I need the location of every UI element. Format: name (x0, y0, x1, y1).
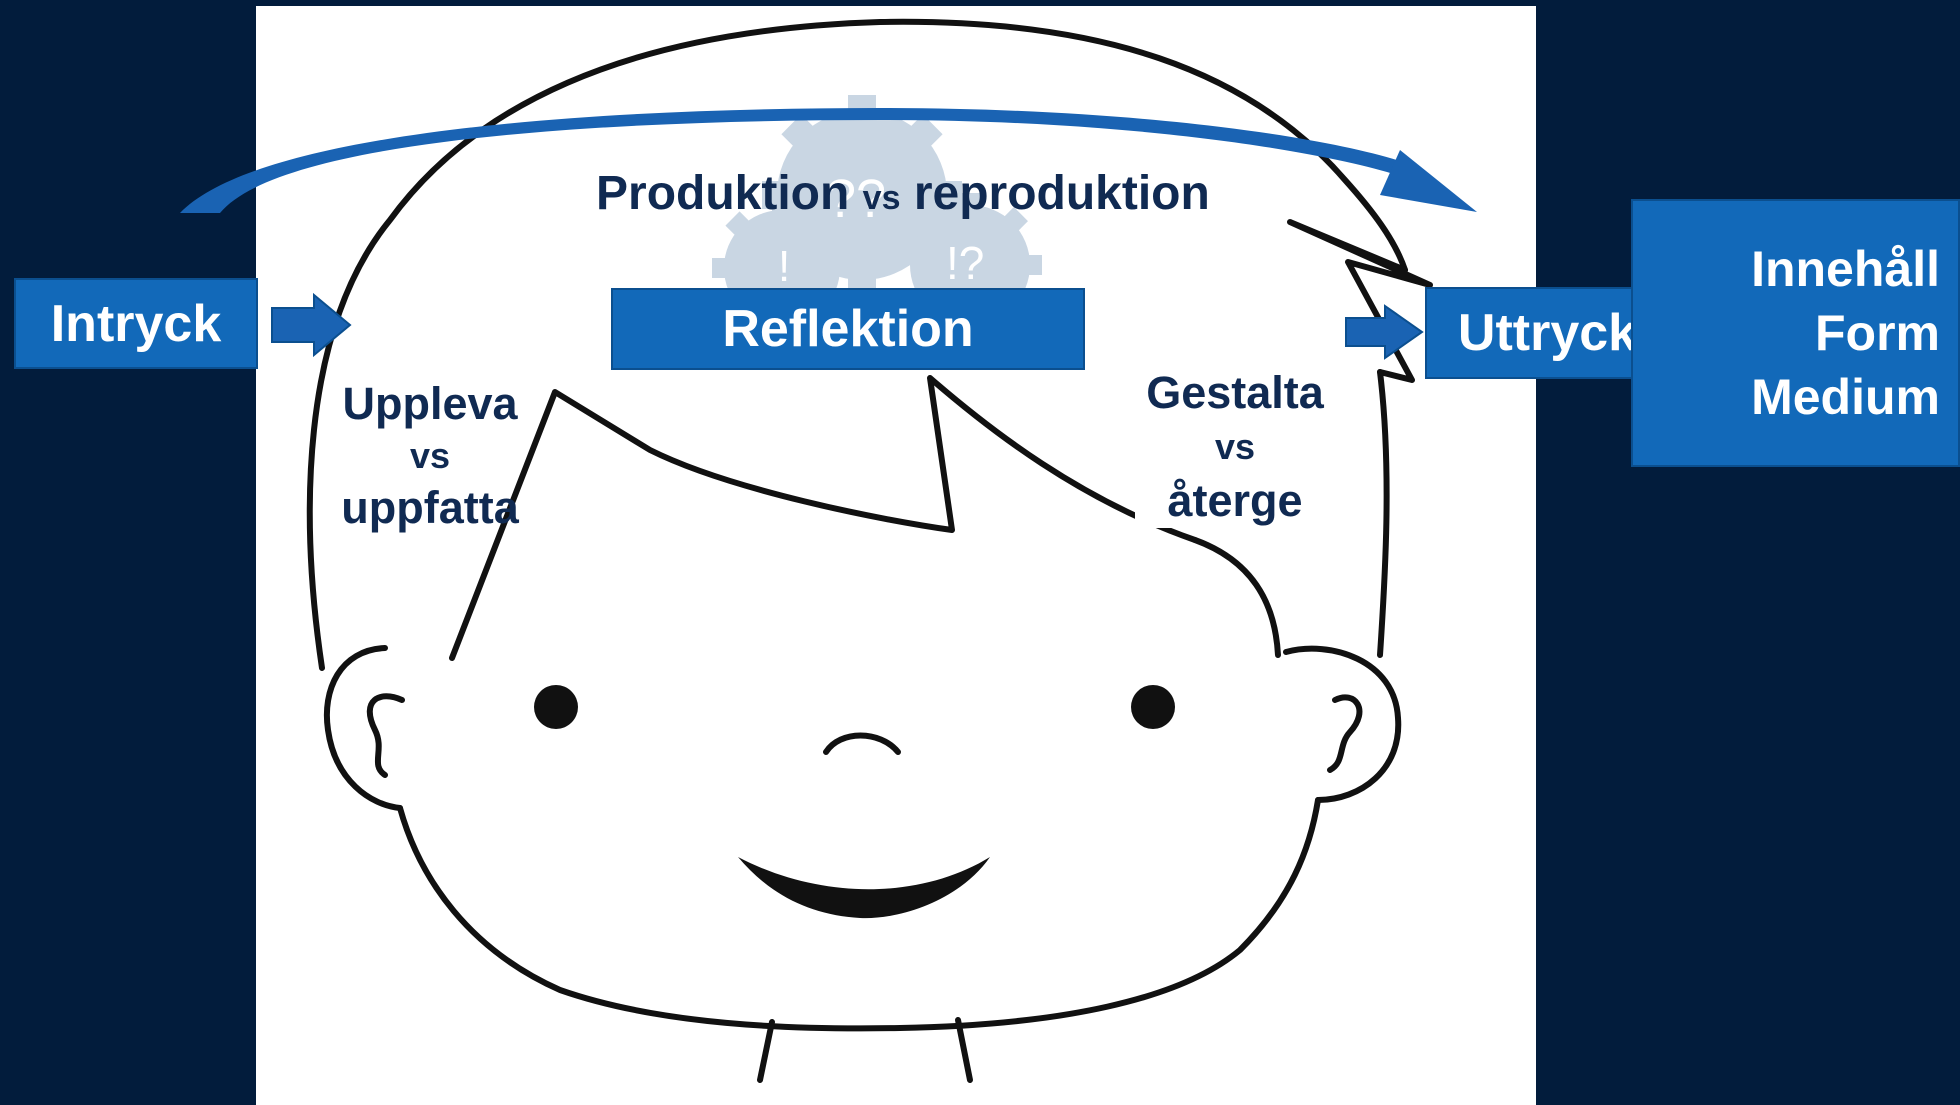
intryck-label: Intryck (50, 294, 222, 353)
smile (738, 857, 990, 919)
left-caption: Uppleva vs uppfatta (320, 378, 540, 534)
medium-line: Medium (1751, 369, 1940, 425)
reflektion-box: Reflektion (611, 288, 1085, 370)
innehall-form-medium-box: Innehåll Form Medium (1631, 199, 1960, 467)
right-caption-top: Gestalta (1146, 367, 1324, 418)
diagram-title: Produktion vs reproduktion (596, 166, 1246, 221)
innehall-line: Innehåll (1751, 241, 1940, 297)
right-caption-vs: vs (1214, 426, 1256, 467)
gear-mark-questions: ?? (826, 169, 887, 229)
left-caption-vs: vs (409, 435, 451, 476)
title-vs: vs (862, 179, 901, 217)
arc-arrow (180, 108, 1477, 213)
reflektion-label: Reflektion (722, 300, 974, 358)
gear-mark-exclaim-question: !? (946, 237, 985, 289)
title-production: Produktion (596, 167, 850, 220)
gear-mark-exclaim: ! (778, 242, 791, 291)
arrow-to-uttryck (1345, 304, 1424, 360)
head-drawing (306, 18, 1433, 1083)
title-reproduction: reproduktion (913, 167, 1210, 220)
left-caption-bottom: uppfatta (341, 482, 519, 533)
right-caption: Gestalta vs återge (1135, 366, 1335, 528)
left-caption-top: Uppleva (342, 378, 518, 429)
uttryck-box: Uttryck (1425, 287, 1670, 379)
right-caption-bottom: återge (1167, 475, 1303, 526)
form-line: Form (1815, 305, 1940, 361)
arrow-to-head (271, 292, 352, 358)
uttryck-label: Uttryck (1457, 304, 1638, 362)
intryck-box: Intryck (14, 278, 258, 369)
right-eye (1131, 685, 1175, 729)
left-eye (534, 685, 578, 729)
